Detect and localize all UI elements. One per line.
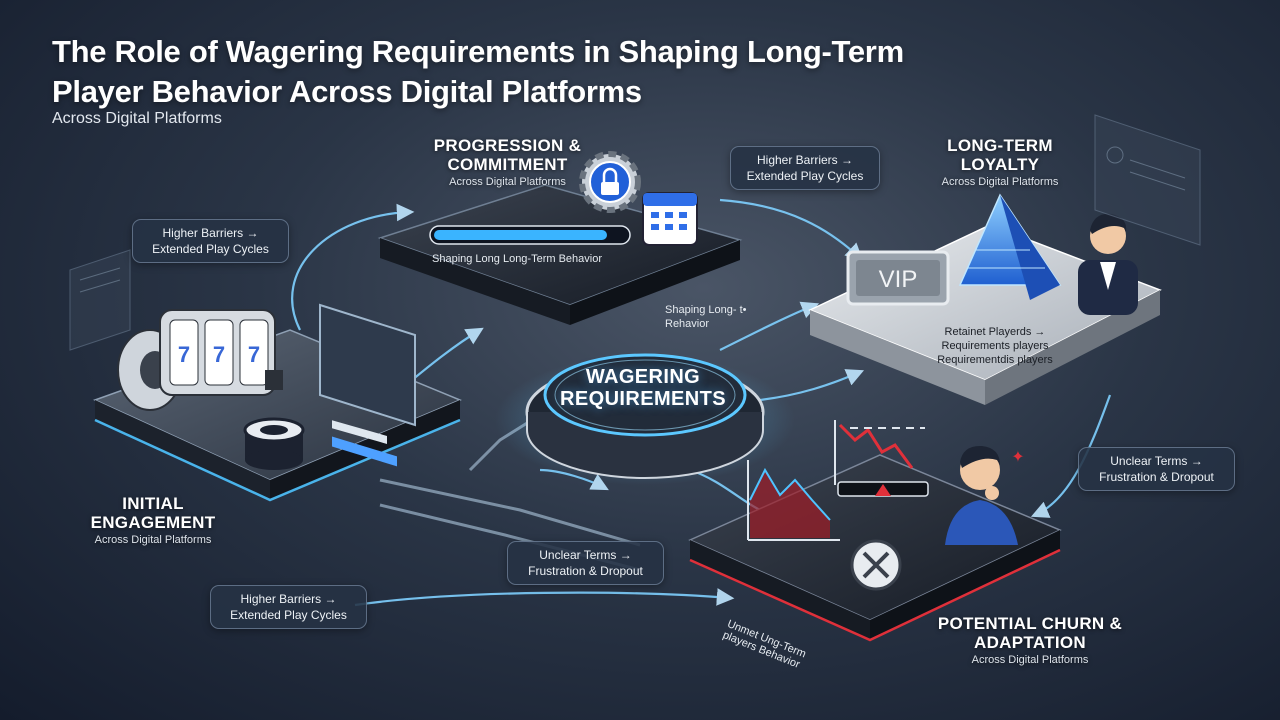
stage-progression-heading: PROGRESSION & COMMITMENT [433,136,582,174]
stage-churn-sub: Across Digital Platforms [971,654,1089,666]
stage-loyalty-sub: Across Digital Platforms [941,176,1059,188]
center-hub-label: WAGERING REQUIREMENTS [560,366,726,410]
stage-churn-label: POTENTIAL CHURN & ADAPTATION Across Digi… [935,614,1125,666]
floating-panel-right [1094,114,1201,246]
downtrend-alert-icon [834,420,929,497]
floating-panel-left [69,249,131,351]
calendar-icon [642,192,698,246]
lock-gear-icon [579,151,641,213]
callout-unclear-terms-right: Unclear Terms → Frustration & Dropout [1078,447,1235,491]
slot-reel-1: 7 [178,342,190,367]
callout-higher-barriers-top: Higher Barriers → Extended Play Cycles [730,146,880,190]
callout-higher-barriers-bottom: Higher Barriers → Extended Play Cycles [210,585,367,629]
worried-person-avatar [945,445,1018,545]
x-circle-icon [850,539,902,591]
central-hub [495,353,795,485]
loyalty-platform [808,224,1162,405]
vip-badge [846,250,950,306]
slot-reel-2: 7 [213,342,225,367]
signup-screen-icon [319,303,416,467]
stage-initial-heading: INITIAL ENGAGEMENT [90,494,216,532]
stage-initial-sub: Across Digital Platforms [94,534,212,546]
stage-churn-heading: POTENTIAL CHURN & ADAPTATION [937,614,1123,652]
alert-star-icon: ✦ [1011,449,1024,466]
churn-platform [688,454,1062,642]
callout-unclear-terms-middle: Unclear Terms → Frustration & Dropout [507,541,664,585]
page-subtitle: Across Digital Platforms [52,110,222,127]
stage-loyalty-label: LONG-TERM LOYALTY Across Digital Platfor… [925,136,1075,188]
callout-higher-barriers-left: Higher Barriers → Extended Play Cycles [132,219,289,263]
stage-progression-sub: Across Digital Platforms [449,176,566,188]
page-title: The Role of Wagering Requirements in Sha… [52,34,904,109]
slot-machine-icon [117,309,283,411]
declining-chart-icon [747,460,840,541]
stage-progression-label: PROGRESSION & COMMITMENT Across Digital … [420,136,595,188]
stage-loyalty-heading: LONG-TERM LOYALTY [947,136,1053,174]
businessman-avatar [1078,213,1138,315]
progress-bar-fill [434,230,607,240]
pyramid-icon [958,193,1062,300]
stage-initial-label: INITIAL ENGAGEMENT Across Digital Platfo… [78,494,228,546]
slot-reel-3: 7 [248,342,260,367]
shaping-caption: Shaping Long- t• Rehavior [665,304,747,330]
progress-bar-caption: Shaping Long Long-Term Behavior [432,253,603,265]
casino-chips-icon [243,417,305,470]
vip-badge-label: VIP [879,266,918,293]
loyalty-stats-text: Retainet Playerds → Requirements players… [937,326,1053,366]
